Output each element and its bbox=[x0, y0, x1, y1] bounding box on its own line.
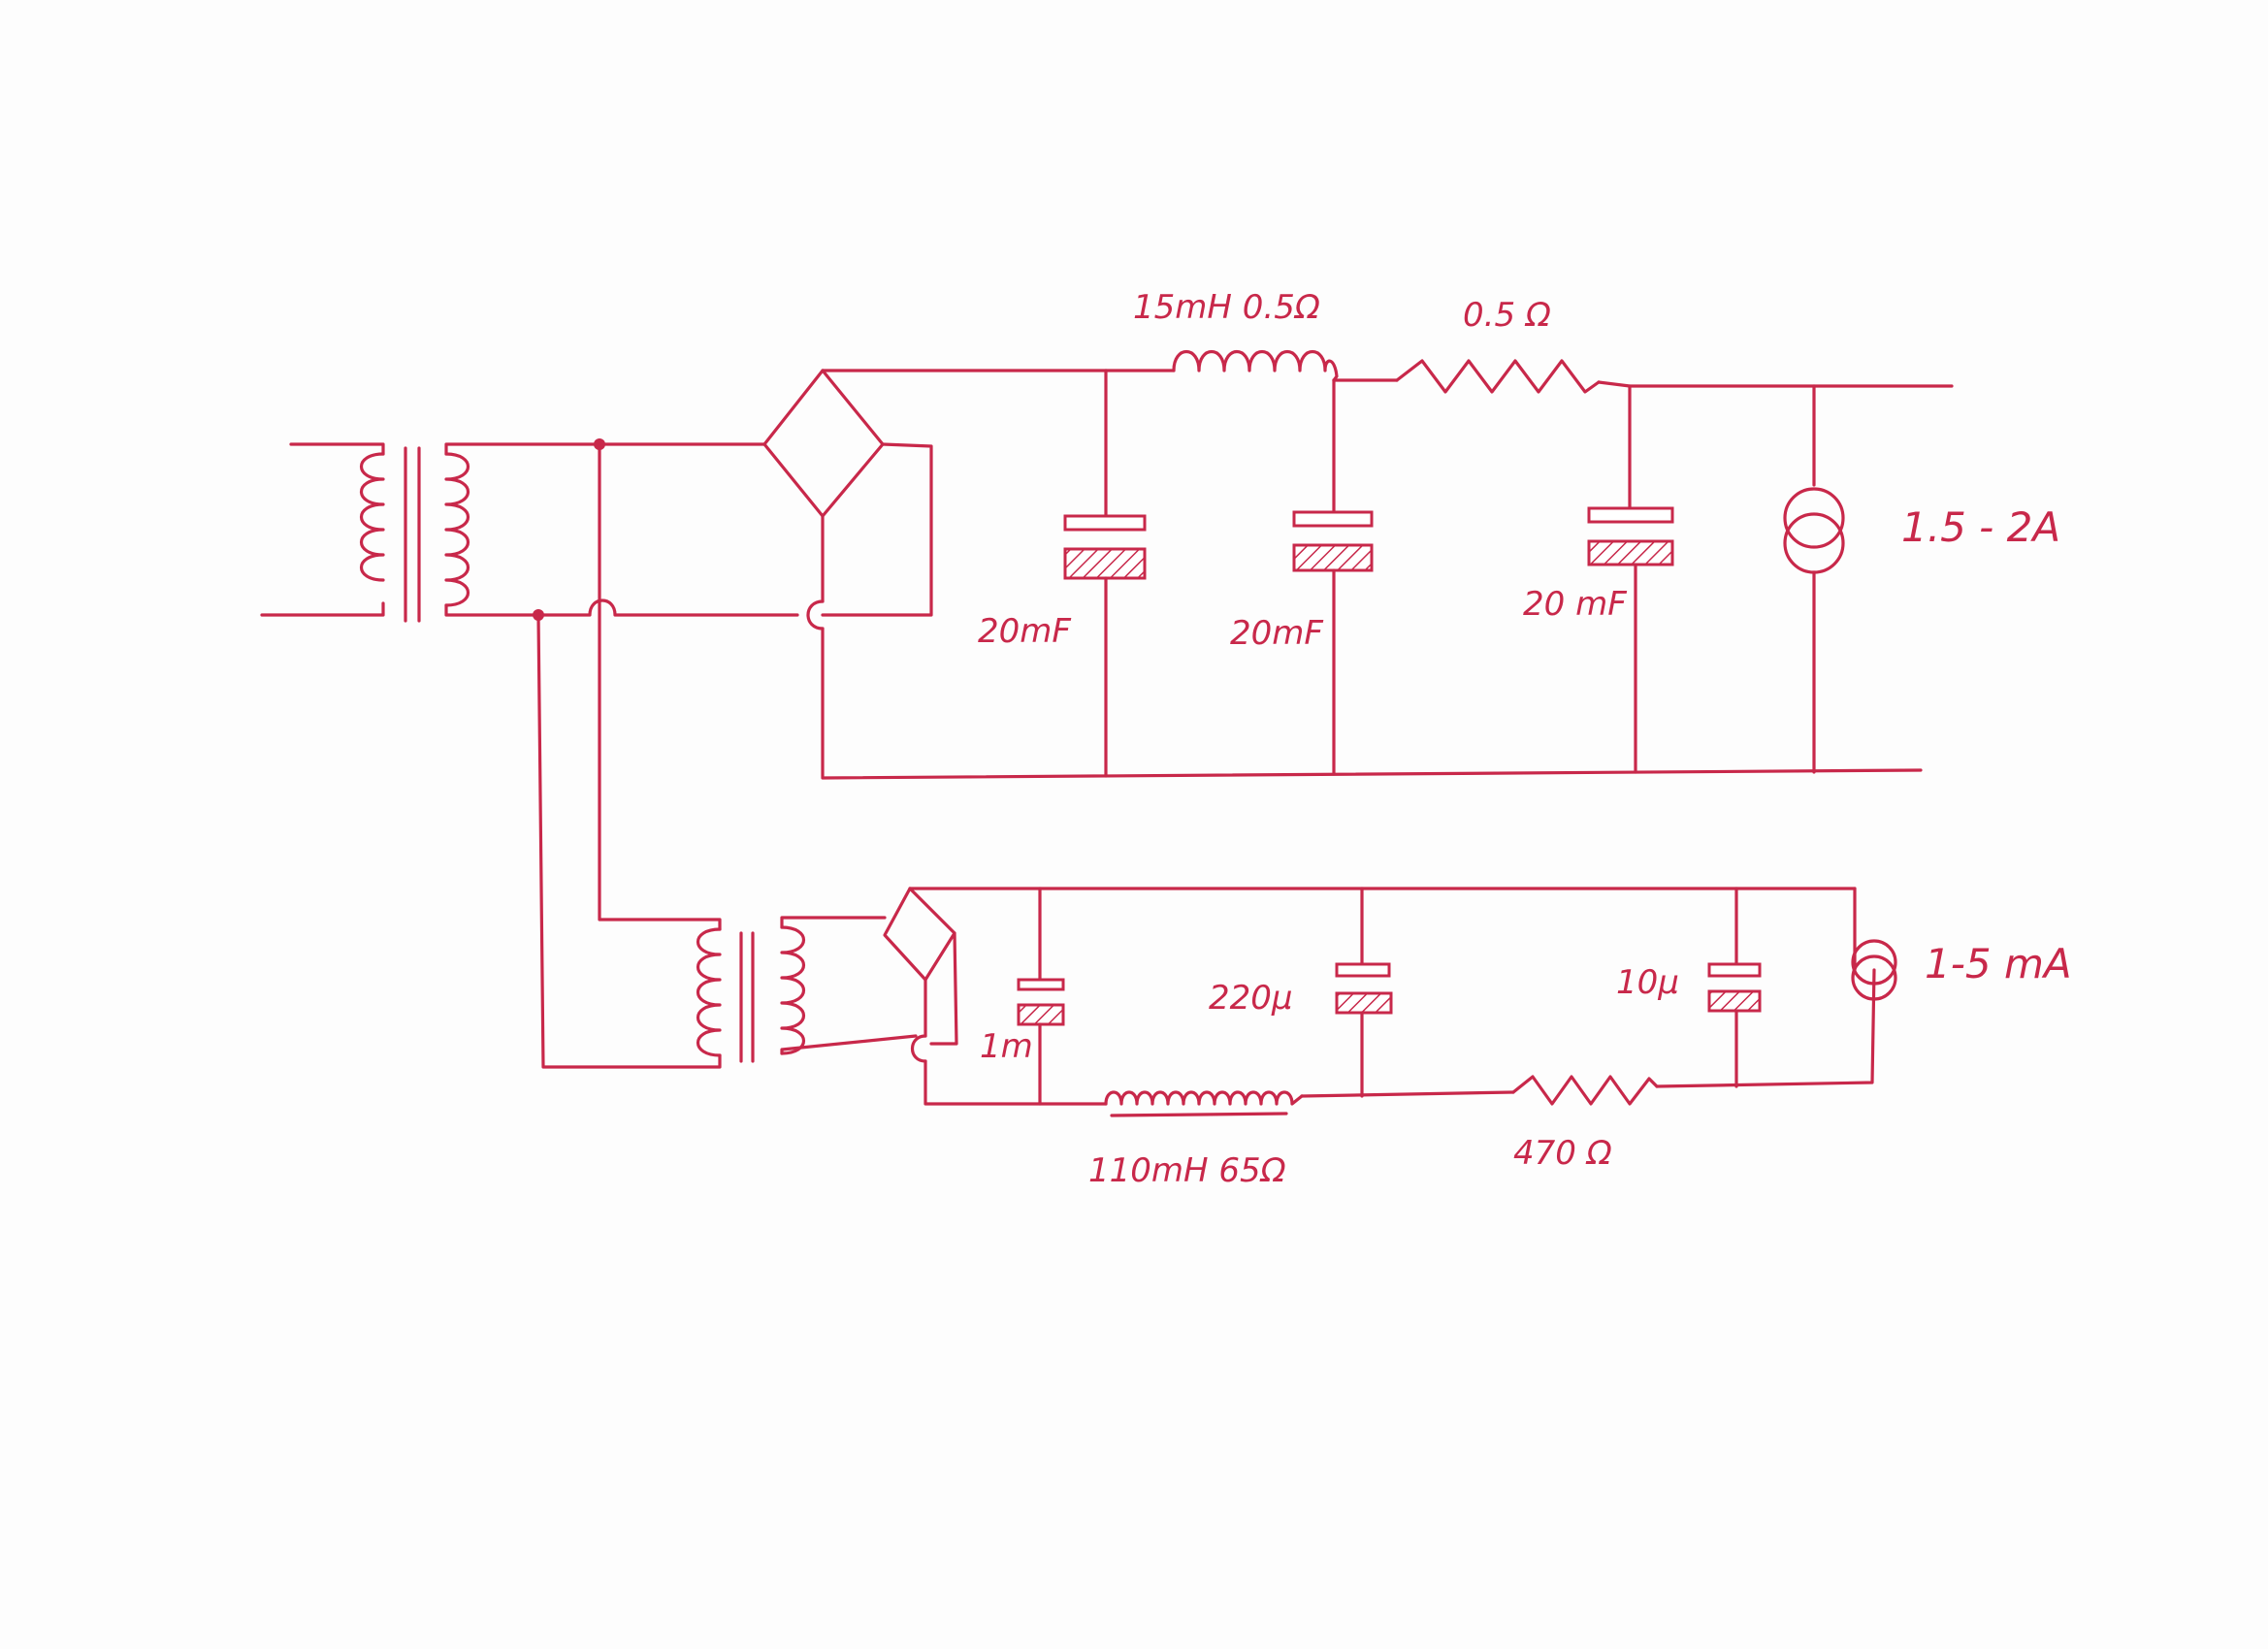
label-resistor-470: 470 Ω bbox=[1513, 1134, 1612, 1173]
capacitor-220u bbox=[1335, 887, 1393, 1098]
label-load-main: 1.5 - 2A bbox=[1901, 503, 2060, 551]
label-cap-1m: 1m bbox=[980, 1027, 1033, 1066]
label-cap1-main: 20mF bbox=[978, 612, 1071, 651]
label-cap2-main: 20mF bbox=[1230, 614, 1323, 653]
capacitor-20mf-1 bbox=[1063, 369, 1147, 778]
capacitor-20mf-3 bbox=[1587, 384, 1674, 774]
label-load-aux: 1-5 mA bbox=[1925, 940, 2072, 987]
aux-wiring bbox=[536, 442, 1876, 1106]
main-transformer bbox=[260, 442, 601, 623]
label-cap-10u: 10µ bbox=[1616, 963, 1679, 1002]
capacitor-1m bbox=[1017, 887, 1065, 1106]
label-cap-220u: 220µ bbox=[1209, 979, 1293, 1018]
label-cap3-main: 20 mF bbox=[1523, 585, 1627, 624]
label-inductor-110mh: 110mH 65Ω bbox=[1088, 1151, 1286, 1190]
main-wiring bbox=[536, 369, 1954, 780]
label-resistor-0p5: 0.5 Ω bbox=[1463, 296, 1551, 335]
current-source-aux bbox=[1851, 939, 1897, 1001]
resistor-470-ohm bbox=[1511, 1075, 1659, 1106]
capacitor-10u bbox=[1707, 887, 1762, 1088]
label-inductor-15mh: 15mH 0.5Ω bbox=[1133, 288, 1320, 327]
inductor-110mh bbox=[1104, 1090, 1304, 1117]
inductor-15mh bbox=[1172, 350, 1339, 382]
resistor-0p5-ohm bbox=[1395, 359, 1601, 394]
current-source-main bbox=[1783, 384, 1845, 774]
capacitor-20mf-2 bbox=[1292, 378, 1374, 776]
